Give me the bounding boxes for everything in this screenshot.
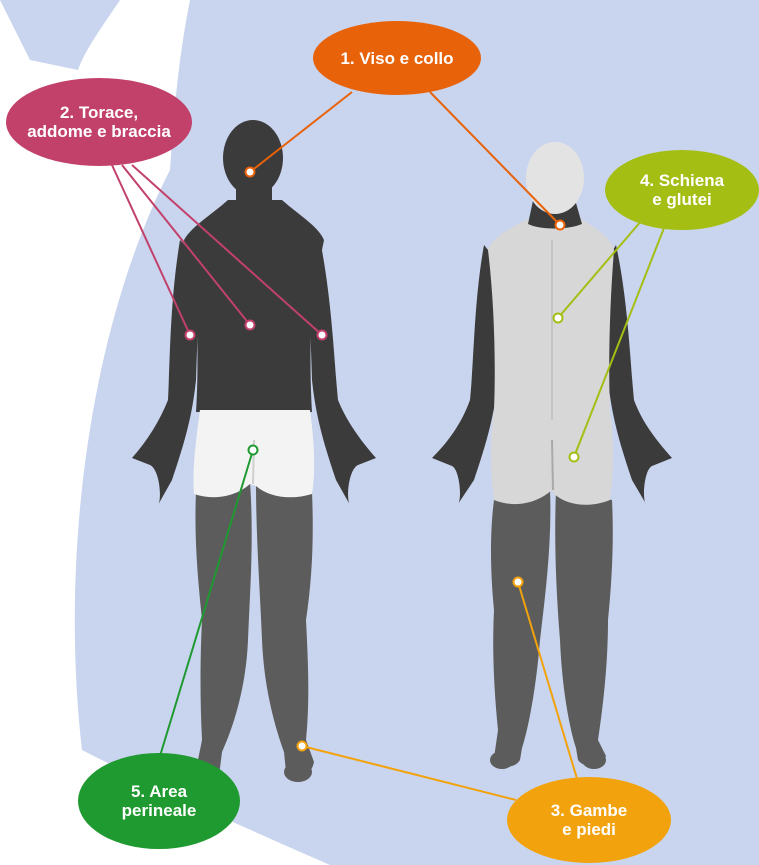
right-figure-head <box>526 142 584 214</box>
label-legs-feet: 3. Gambe e piedi <box>507 777 671 863</box>
left-figure-head <box>223 120 283 196</box>
label-face-neck: 1. Viso e collo <box>313 21 481 95</box>
left-figure-torso <box>184 200 324 412</box>
right-figure-glute-line <box>552 440 553 490</box>
label-legs-feet-line1: 3. Gambe <box>551 801 628 820</box>
label-perineal-line1: 5. Area <box>131 782 187 801</box>
label-torso-arms-line1: 2. Torace, <box>60 103 138 122</box>
right-figure-right-foot <box>582 751 606 769</box>
left-figure-right-foot <box>284 762 312 782</box>
right-figure-left-foot <box>490 751 514 769</box>
label-back-glutes: 4. Schiena e glutei <box>605 150 759 230</box>
label-legs-feet-line2: e piedi <box>562 820 616 839</box>
label-torso-arms: 2. Torace, addome e braccia <box>6 78 192 166</box>
label-back-glutes-line2: e glutei <box>652 190 712 209</box>
label-face-neck-line1: 1. Viso e collo <box>340 49 453 68</box>
label-torso-arms-line2: addome e braccia <box>27 122 171 141</box>
label-back-glutes-line1: 4. Schiena <box>640 171 724 190</box>
label-perineal: 5. Area perineale <box>78 753 240 849</box>
label-perineal-line2: perineale <box>122 801 197 820</box>
background-corner-shape <box>0 0 120 70</box>
